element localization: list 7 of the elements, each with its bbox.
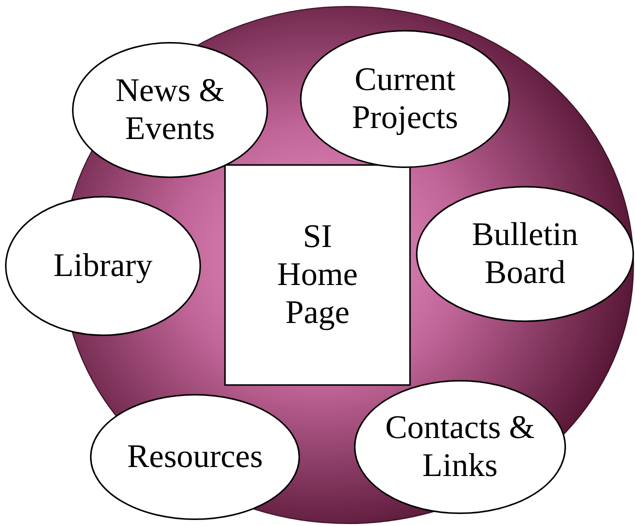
section-label: News & Events	[114, 72, 226, 148]
section-label: Resources	[127, 438, 263, 476]
section-label: Bulletin Board	[470, 216, 580, 292]
section-label: Library	[54, 247, 152, 285]
box-title: SI Home Page	[276, 218, 359, 332]
section-label: Contacts & Links	[385, 409, 535, 485]
section-label: Current Projects	[350, 61, 460, 137]
